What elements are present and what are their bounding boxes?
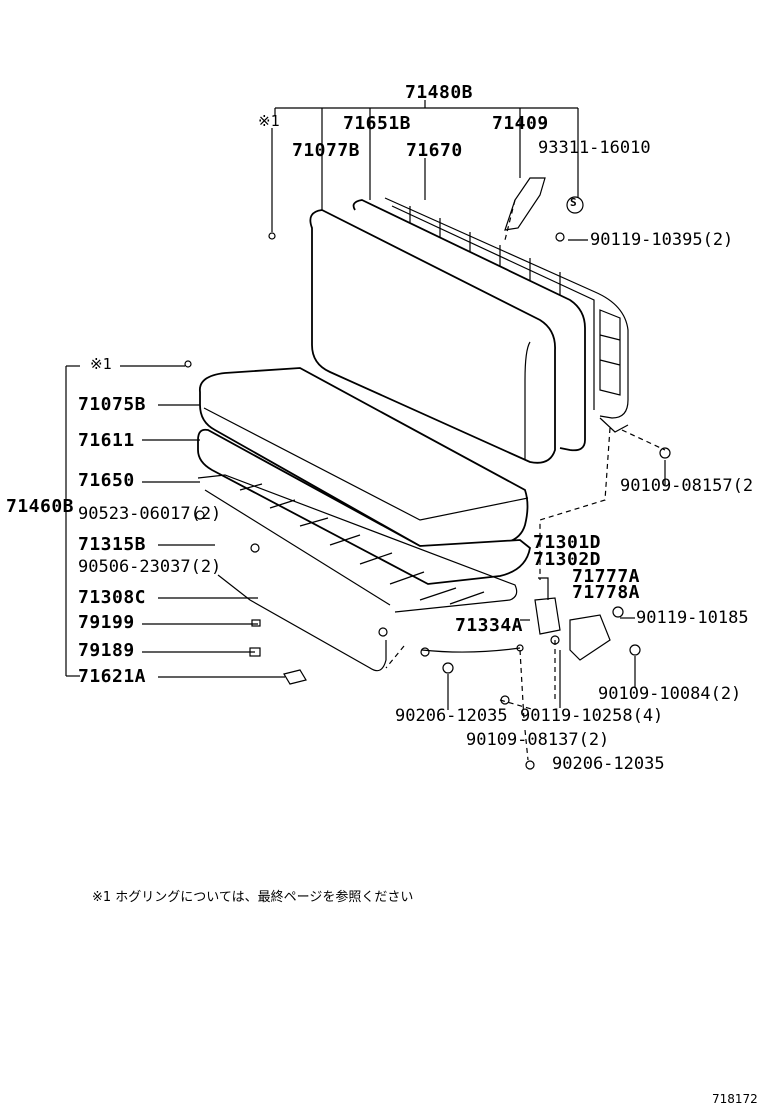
label-90119-10185: 90119-10185 [636, 608, 749, 628]
label-90506-23037: 90506-23037(2) [78, 557, 222, 577]
label-snap-ring: S [570, 196, 577, 209]
label-90206-12035-a: 90206-12035 [395, 706, 508, 726]
seat-cushion-cover [199, 367, 529, 547]
bolts [195, 232, 671, 770]
seat-back-cover [309, 209, 556, 464]
label-90119-10395: 90119-10395(2) [590, 230, 734, 250]
label-71075b: 71075B [78, 394, 147, 415]
label-71670: 71670 [406, 140, 463, 161]
label-71650: 71650 [78, 470, 135, 491]
label-71302d: 71302D [533, 549, 602, 570]
top-group-bracket [271, 100, 579, 232]
seat-back-strap [504, 177, 546, 231]
seat-back-frame [384, 197, 629, 433]
label-hog-ring-mark-top: ※1 [258, 112, 280, 130]
clip-79189 [249, 647, 261, 657]
label-71308c: 71308C [78, 587, 147, 608]
label-71651b: 71651B [343, 113, 412, 134]
label-71611: 71611 [78, 430, 135, 451]
label-90206-12035-b: 90206-12035 [552, 754, 665, 774]
right-leaders [447, 239, 666, 710]
label-71409: 71409 [492, 113, 549, 134]
footnote: ※1 ホグリングについては、最終ページを参照ください [92, 890, 414, 905]
snap-ring-icon [566, 196, 584, 214]
label-71460b: 71460B [6, 496, 75, 517]
seat-cushion-frame [197, 474, 518, 613]
figure-code: 718172 [712, 1092, 758, 1106]
label-90109-08137: 90109-08137(2) [466, 730, 610, 750]
label-90119-10258: 90119-10258(4) [520, 706, 664, 726]
label-71621a: 71621A [78, 666, 147, 687]
label-79199: 79199 [78, 612, 135, 633]
label-90109-08157: 90109-08157(2 [620, 476, 754, 496]
label-71480b: 71480B [405, 82, 474, 103]
pad-71621a [283, 669, 307, 685]
label-90523-06017: 90523-06017(2) [78, 504, 222, 524]
hog-ring-left-icon [184, 360, 192, 368]
label-hog-ring-mark-left: ※1 [90, 355, 112, 373]
seat-lock-bracket [534, 577, 611, 661]
label-93311-16010: 93311-16010 [538, 138, 651, 158]
hog-ring-top-icon [268, 232, 276, 240]
label-90109-10084: 90109-10084(2) [598, 684, 742, 704]
left-group-bracket [65, 365, 285, 678]
label-71334a: 71334A [455, 615, 524, 636]
label-71777a: 71777A [572, 566, 641, 587]
label-79189: 79189 [78, 640, 135, 661]
label-71315b: 71315B [78, 534, 147, 555]
seat-cushion-pad [197, 428, 531, 585]
label-71778a: 71778A [572, 582, 641, 603]
label-71077b: 71077B [292, 140, 361, 161]
label-71301d: 71301D [533, 532, 602, 553]
clip-79199 [251, 619, 261, 627]
dashed-leaders [385, 199, 666, 761]
